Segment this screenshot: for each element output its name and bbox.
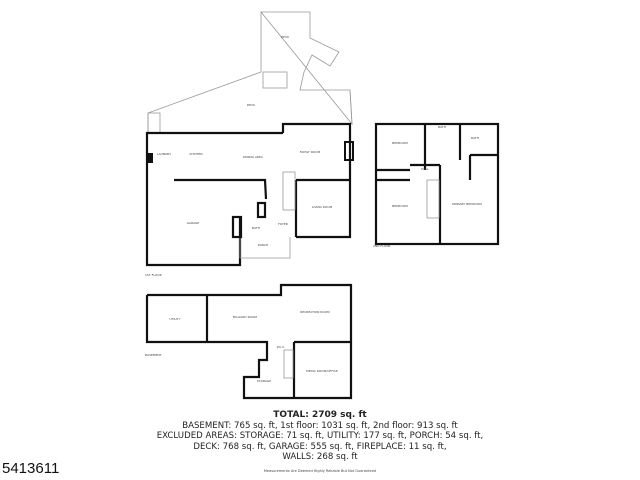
summary-line-4: WALLS: 268 sq. ft	[282, 452, 358, 463]
room-label-family-room: FAMILY ROOM	[300, 150, 321, 154]
room-label-deck: DECK	[247, 103, 256, 107]
summary-line-2: EXCLUDED AREAS: STORAGE: 71 sq. ft, UTIL…	[156, 431, 484, 442]
summary-line-1: BASEMENT: 765 sq. ft, 1st floor: 1031 sq…	[182, 420, 458, 431]
deck-outline	[147, 11, 353, 134]
room-label-bedroom-2: BEDROOM	[392, 204, 408, 208]
floor-label-basement: BASEMENT	[145, 353, 162, 357]
room-label-porch: PORCH	[258, 243, 268, 247]
room-label-bath-2: BATH	[471, 136, 479, 140]
second-floor-walls	[374, 122, 500, 246]
room-label-laundry: LAUNDRY	[157, 152, 171, 156]
room-label-living-room: LIVING ROOM	[312, 205, 333, 209]
listing-id: 5413611	[2, 460, 60, 477]
room-label-storage: STORAGE	[257, 379, 271, 383]
room-label-upper-deck: DECK	[281, 35, 290, 39]
room-label-kitchen: KITCHEN	[190, 152, 203, 156]
disclaimer: Measurements Are Deemed Highly Reliable …	[263, 468, 377, 473]
room-label-wic: W.I.C.	[277, 345, 286, 349]
room-label-hall: HALL	[421, 167, 429, 171]
first-floor-walls	[145, 122, 354, 267]
area-summary: TOTAL: 2709 sq. ft BASEMENT: 765 sq. ft,…	[140, 410, 500, 477]
room-label-bedroom-1: BEDROOM	[392, 141, 408, 145]
room-label-dining: DINING AREA	[243, 155, 264, 159]
floor-label-1st: 1ST FLOOR	[145, 273, 162, 277]
room-label-utility: UTILITY	[169, 317, 180, 321]
room-label-bath-1: BATH	[438, 125, 446, 129]
room-label-foyer: FOYER	[278, 222, 288, 226]
room-label-primary-bedroom: PRIMARY BEDROOM	[452, 202, 482, 206]
basement-walls	[145, 283, 353, 400]
total-area: TOTAL: 2709 sq. ft	[273, 410, 367, 420]
room-label-bath: BATH	[252, 226, 260, 230]
room-label-billiard-room: BILLIARD ROOM	[233, 315, 257, 319]
room-label-recreation-room: RECREATION ROOM	[300, 310, 330, 314]
summary-line-3: DECK: 768 sq. ft, GARAGE: 555 sq. ft, FI…	[193, 441, 447, 452]
room-label-garage: GARAGE	[187, 221, 200, 225]
floor-label-2nd: 2ND FLOOR	[373, 244, 391, 248]
room-label-media-room: MEDIA ROOM/OFFICE	[306, 369, 338, 373]
